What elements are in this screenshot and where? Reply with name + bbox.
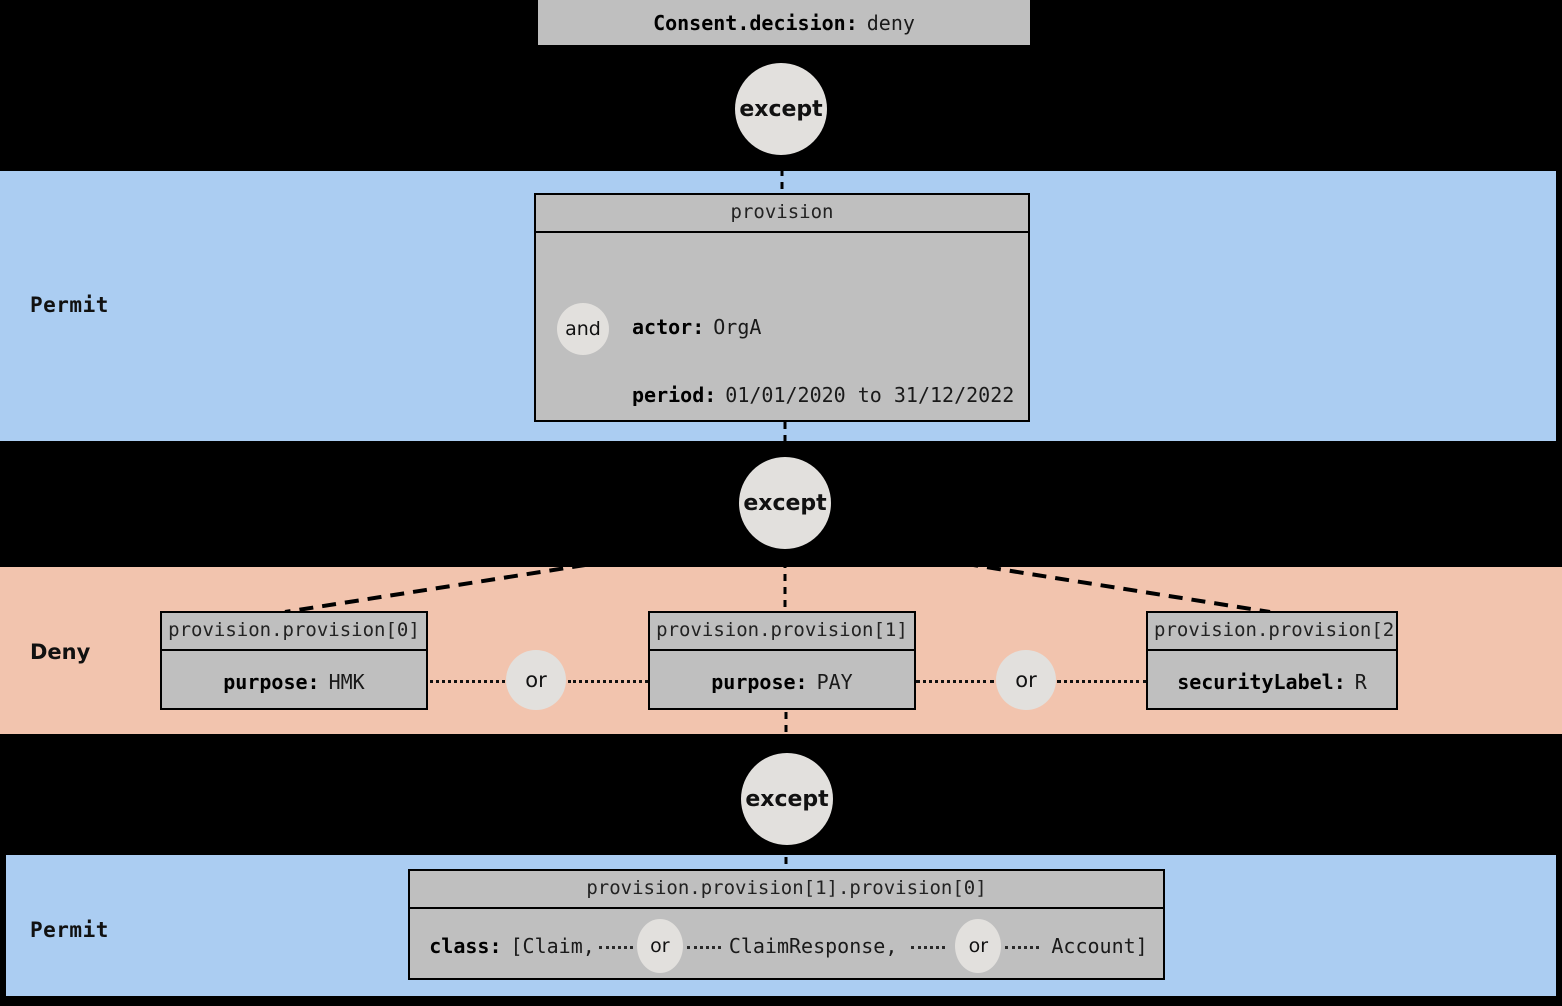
consent-decision-banner: Consent.decision: deny — [538, 0, 1030, 45]
consent-decision-value: deny — [866, 10, 915, 35]
or-label: or — [650, 934, 670, 957]
class-or-circle-1[interactable]: or — [636, 919, 683, 973]
and-circle[interactable]: and — [557, 303, 609, 355]
node-provision-1-header: provision.provision[1] — [650, 613, 914, 651]
field-value-period: 01/01/2020 to 31/12/2022 — [725, 383, 1015, 407]
field-key-actor: actor: — [632, 315, 705, 339]
field-row-purpose-hmk: purpose: HMK — [223, 672, 364, 692]
consent-decision-key: Consent.decision: — [653, 10, 858, 35]
or-label: or — [1015, 668, 1037, 692]
field-row-security-label: securityLabel: R — [1177, 672, 1367, 692]
except-label: except — [739, 96, 823, 122]
except-circle-2[interactable]: except — [739, 457, 831, 549]
or-label: or — [525, 668, 547, 692]
or-circle-2[interactable]: or — [996, 650, 1056, 710]
node-provision-1-0[interactable]: provision.provision[1].provision[0] clas… — [408, 869, 1165, 980]
node-provision-2-body: securityLabel: R — [1148, 651, 1396, 713]
node-provision-2-header: provision.provision[2] — [1148, 613, 1396, 651]
node-provision-0-body: purpose: HMK — [162, 651, 426, 713]
except-circle-3[interactable]: except — [741, 753, 833, 845]
or-connector-left-out — [568, 680, 648, 683]
field-key-security-label: securityLabel: — [1177, 670, 1346, 694]
band-label-deny: Deny — [30, 640, 91, 664]
class-value-claim: [Claim, — [510, 934, 595, 958]
node-provision-1-0-header: provision.provision[1].provision[0] — [410, 871, 1163, 909]
field-value-purpose: PAY — [816, 670, 853, 694]
field-row-actor: actor: OrgA — [632, 317, 761, 337]
or-label: or — [968, 934, 989, 957]
field-value-security-label: R — [1354, 670, 1367, 694]
class-or-connector-2b — [1005, 945, 1040, 949]
class-or-circle-2[interactable]: or — [955, 919, 1002, 973]
field-row-purpose-pay: purpose: PAY — [711, 672, 852, 692]
node-provision[interactable]: provision actor: OrgA period: 01/01/2020… — [534, 193, 1030, 422]
node-provision-body: actor: OrgA period: 01/01/2020 to 31/12/… — [536, 233, 1028, 425]
field-key-period: period: — [632, 383, 717, 407]
except-circle-1[interactable]: except — [735, 63, 827, 155]
node-provision-2[interactable]: provision.provision[2] securityLabel: R — [1146, 611, 1398, 710]
class-value-account: Account] — [1051, 934, 1148, 958]
node-provision-0-header: provision.provision[0] — [162, 613, 426, 651]
field-row-period: period: 01/01/2020 to 31/12/2022 — [632, 385, 1014, 405]
field-key-purpose: purpose: — [711, 670, 808, 694]
field-value-purpose: HMK — [328, 670, 365, 694]
and-label: and — [565, 318, 601, 340]
or-connector-right-in — [916, 680, 994, 683]
except-label: except — [745, 786, 829, 812]
node-provision-1[interactable]: provision.provision[1] purpose: PAY — [648, 611, 916, 710]
field-row-class: class: [Claim, or ClaimResponse, or Acco… — [425, 919, 1148, 973]
except-label: except — [743, 490, 827, 516]
or-connector-right-out — [1057, 680, 1147, 683]
node-provision-header: provision — [536, 195, 1028, 233]
node-provision-0[interactable]: provision.provision[0] purpose: HMK — [160, 611, 428, 710]
field-key-purpose: purpose: — [223, 670, 320, 694]
band-label-permit-bottom: Permit — [30, 918, 109, 942]
node-provision-1-0-body: class: [Claim, or ClaimResponse, or Acco… — [410, 909, 1163, 983]
node-provision-1-body: purpose: PAY — [650, 651, 914, 713]
or-circle-1[interactable]: or — [506, 650, 566, 710]
field-value-actor: OrgA — [713, 315, 762, 339]
class-or-connector-2a — [911, 945, 946, 949]
class-or-connector-1b — [686, 945, 721, 949]
class-or-connector-1a — [598, 945, 633, 949]
band-label-permit-top: Permit — [30, 293, 109, 317]
class-value-claimresponse: ClaimResponse, — [728, 934, 898, 958]
or-connector-left-in — [430, 680, 505, 683]
field-key-class: class: — [429, 934, 502, 958]
